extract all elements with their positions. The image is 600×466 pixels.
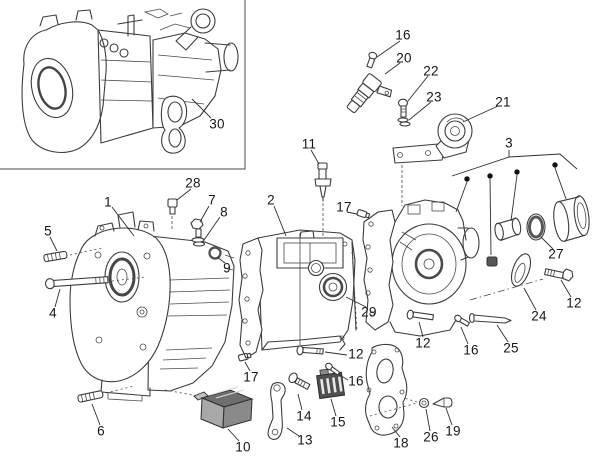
retainer-24 [510,253,532,287]
seal-ring-27 [526,213,546,241]
callout-24: 24 [531,308,547,324]
bolt-14 [288,372,311,390]
callout-16-top: 16 [395,27,411,43]
callout-8: 8 [220,204,228,220]
inset-frame [0,0,246,170]
callout-7: 7 [208,192,216,208]
callout-3: 3 [505,135,513,151]
callout-4: 4 [49,305,57,321]
inset-gearbox-assembly [21,8,239,154]
callout-12-right: 12 [566,295,582,311]
callout-22: 22 [423,63,439,79]
bolt-16-center [325,362,341,376]
callout-16-center: 16 [348,373,364,389]
callout-25: 25 [503,340,519,356]
callout-14: 14 [296,408,312,424]
plug-28 [167,198,178,215]
bolt-16-top [366,51,378,69]
callout-10: 10 [235,439,251,455]
callout-17-top: 17 [336,199,352,215]
callout-18: 18 [393,435,409,451]
stud-6 [77,390,104,403]
plug-17-top [356,209,371,219]
switch-11 [314,162,332,202]
nut-26 [418,397,430,409]
plug-17-low [237,352,252,362]
lever-13 [267,382,286,440]
o-ring-9 [208,246,222,260]
callout-29: 29 [361,304,377,320]
stud-5 [43,250,68,263]
bolt-12-low [406,309,434,321]
callout-30: 30 [209,116,225,132]
callout-12-center: 12 [348,346,364,362]
callout-11: 11 [301,136,317,152]
bolt-12-right [544,268,574,282]
speed-sensor-20 [346,73,393,114]
engine-mount-21 [392,113,473,164]
taper-pin-19 [432,397,453,408]
slotted-plate-15 [316,368,346,400]
pin-25 [468,312,512,324]
callout-28: 28 [185,175,201,191]
callout-15: 15 [330,414,346,430]
mount-block-10 [193,386,254,429]
callout-12-lower: 12 [415,335,431,351]
bolt-22 [397,98,409,118]
callout-13: 13 [297,432,313,448]
kit-bushing-small [494,217,522,241]
callout-5: 5 [44,223,52,239]
washer-8 [191,237,206,247]
callout-17-lower: 17 [243,369,259,385]
callout-2: 2 [267,192,275,208]
bolt-12-center [296,345,324,356]
kit-callout-bracket [451,150,578,256]
callout-6: 6 [97,423,105,439]
callout-23: 23 [426,89,442,105]
callout-9: 9 [223,260,231,276]
callout-19: 19 [445,423,461,439]
gasket-18 [365,343,408,436]
callout-20: 20 [396,50,412,66]
rear-case [362,199,480,337]
kit-bushing-large [553,195,590,242]
bolt-7 [190,218,204,238]
callout-21: 21 [495,94,511,110]
washers-23 [397,117,411,127]
callout-16-right: 16 [463,342,479,358]
callout-26: 26 [423,429,439,445]
leader-lines [49,40,572,442]
callout-27: 27 [548,246,564,262]
bolt-16-right [454,314,470,327]
callout-1: 1 [104,194,112,210]
center-case-half [238,229,357,359]
front-case-half [69,211,235,402]
bolt-4 [44,276,109,290]
kit-plug [486,256,498,267]
